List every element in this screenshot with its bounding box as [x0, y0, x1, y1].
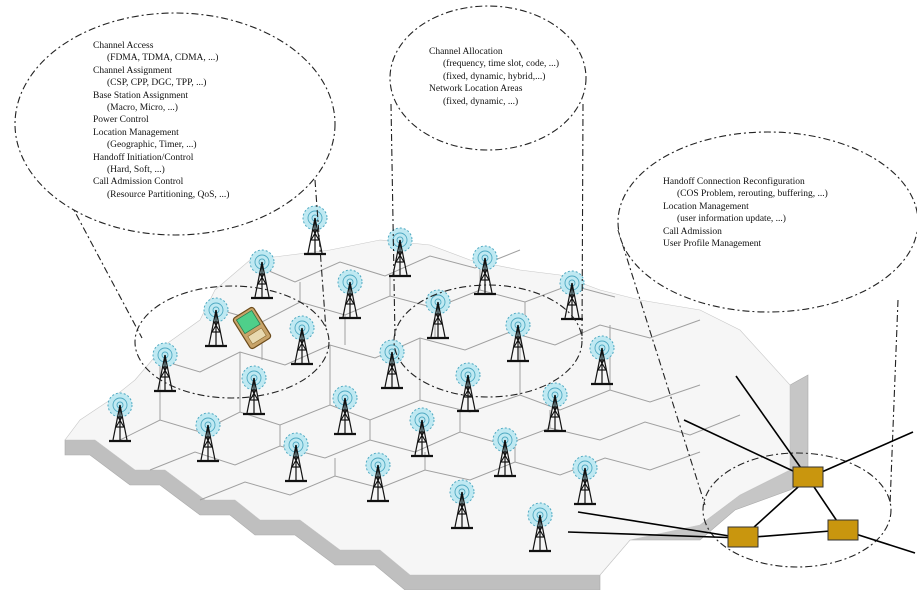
antenna-tower-icon	[455, 362, 481, 413]
callout-line: (fixed, dynamic, hybrid,...)	[443, 71, 546, 82]
antenna-tower-icon	[337, 269, 363, 320]
callout-line: (user information update, ...)	[677, 214, 786, 225]
callout-bubble-middle	[389, 5, 587, 151]
cell-group-middle	[393, 284, 583, 398]
callout-line: Call Admission	[663, 226, 722, 237]
callout-line: (COS Problem, rerouting, buffering, ...)	[677, 189, 828, 200]
antenna-tower-icon	[249, 249, 275, 300]
antenna-tower-icon	[152, 342, 178, 393]
antenna-tower-icon	[387, 227, 413, 278]
antenna-tower-icon	[332, 385, 358, 436]
callout-cones	[40, 103, 899, 506]
antenna-tower-icon	[195, 412, 221, 463]
antenna-tower-icon	[409, 407, 435, 458]
callout-line: (Geographic, Timer, ...)	[107, 140, 197, 151]
base-stations	[107, 205, 615, 553]
switch-node	[727, 526, 759, 548]
antenna-tower-icon	[289, 315, 315, 366]
callout-line: (Hard, Soft, ...)	[107, 165, 165, 176]
callout-line: Base Station Assignment	[93, 90, 188, 101]
callout-line: Channel Assignment	[93, 65, 172, 76]
antenna-tower-icon	[283, 432, 309, 483]
antenna-tower-icon	[572, 455, 598, 506]
antenna-tower-icon	[449, 479, 475, 530]
callout-line: (frequency, time slot, code, ...)	[443, 59, 559, 70]
cell-group-outlines	[134, 284, 892, 568]
antenna-tower-icon	[559, 270, 585, 321]
callout-line: Location Management	[93, 127, 179, 138]
antenna-tower-icon	[527, 502, 553, 553]
switch-node	[792, 466, 824, 488]
antenna-tower-icon	[107, 392, 133, 443]
callout-line: Power Control	[93, 115, 149, 126]
callout-line: Channel Allocation	[429, 47, 503, 57]
switching-network	[567, 375, 916, 554]
antenna-tower-icon	[241, 365, 267, 416]
cell-group-left	[134, 285, 330, 399]
callout-line: (Resource Partitioning, QoS, ...)	[107, 189, 230, 200]
callout-bubble-right	[617, 131, 917, 313]
callout-bubble-left	[14, 12, 336, 236]
antenna-tower-icon	[492, 427, 518, 478]
switch-node	[827, 519, 859, 541]
callout-line: Handoff Connection Reconfiguration	[663, 177, 805, 187]
antenna-tower-icon	[505, 312, 531, 363]
callout-text-right: Handoff Connection Reconfiguration (COS P…	[663, 176, 828, 250]
callout-line: (CSP, CPP, DGC, TPP, ...)	[107, 78, 207, 89]
callout-line: (Macro, Micro, ...)	[107, 103, 178, 114]
antenna-tower-icon	[203, 297, 229, 348]
callout-bubbles	[14, 5, 917, 313]
antenna-tower-icon	[542, 382, 568, 433]
callout-line: (fixed, dynamic, ...)	[443, 96, 519, 107]
callout-line: User Profile Management	[663, 239, 762, 250]
callout-line: Network Location Areas	[429, 84, 523, 95]
callout-text-left: Channel Access (FDMA, TDMA, CDMA, ...)Cha…	[93, 40, 229, 201]
callout-line: Handoff Initiation/Control	[93, 152, 194, 163]
callout-text-middle: Channel Allocation (frequency, time slot,…	[429, 46, 559, 108]
callout-line: Call Admission Control	[93, 177, 184, 188]
antenna-tower-icon	[302, 205, 328, 256]
antenna-tower-icon	[365, 452, 391, 503]
callout-line: Location Management	[663, 201, 749, 212]
callout-line: (FDMA, TDMA, CDMA, ...)	[107, 53, 219, 64]
antenna-tower-icon	[472, 245, 498, 296]
antenna-tower-icon	[589, 335, 615, 386]
callout-line: Channel Access	[93, 41, 154, 51]
mobile-phone-icon	[232, 306, 272, 350]
cell-group-switches	[702, 452, 892, 568]
